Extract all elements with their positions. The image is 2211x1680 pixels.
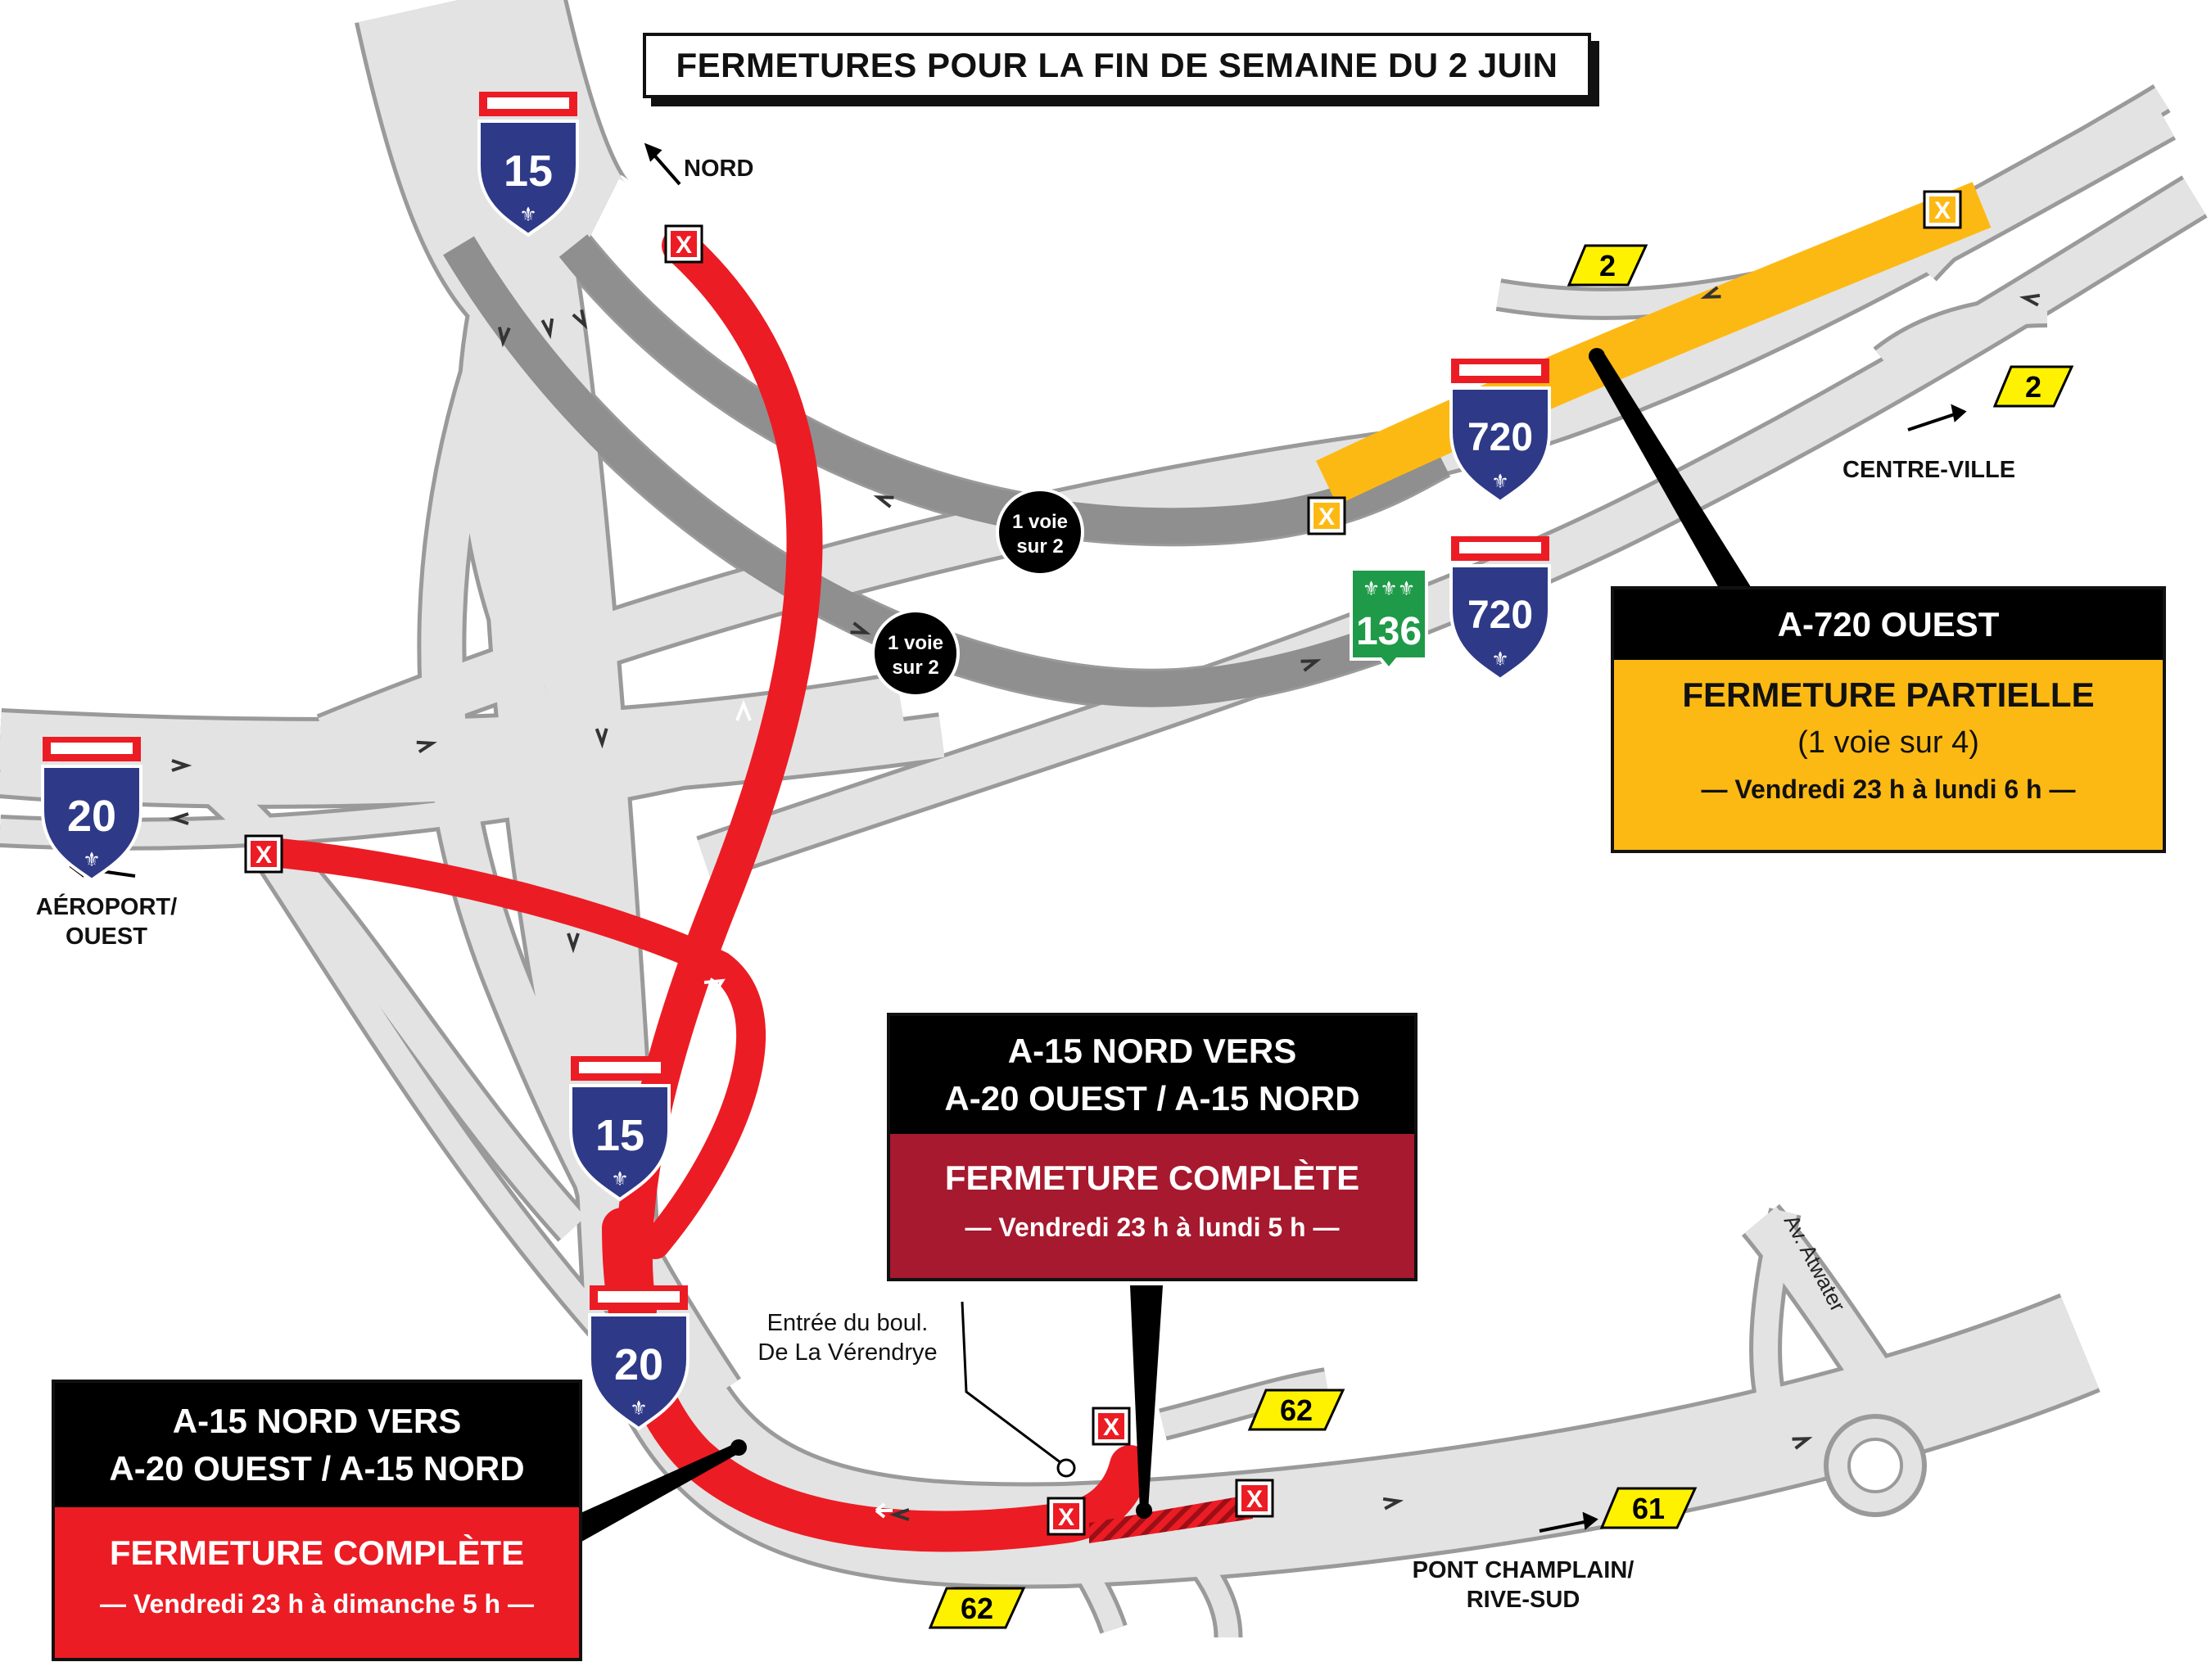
svg-text:sur 2: sur 2 [1016, 535, 1063, 558]
title-banner: FERMETURES POUR LA FIN DE SEMAINE DU 2 J… [643, 33, 1591, 98]
exit-badge: 61 [1599, 1487, 1698, 1529]
panel-a720-head: A-720 OUEST [1614, 589, 2163, 660]
svg-text:⚜: ⚜ [630, 1398, 648, 1420]
page-title: FERMETURES POUR LA FIN DE SEMAINE DU 2 J… [676, 46, 1558, 84]
label-centre-ville: CENTRE-VILLE [1842, 457, 2016, 483]
panel-a720-period: — Vendredi 23 h à lundi 6 h — [1701, 775, 2076, 804]
svg-text:⚜: ⚜ [1491, 648, 1509, 671]
label-entree-line1: Entrée du boul. [766, 1310, 929, 1336]
svg-text:720: 720 [1467, 416, 1533, 459]
panel-a15-mid-head1: A-15 NORD VERS [1007, 1032, 1297, 1070]
panel-a15-left: A-15 NORD VERS A-20 OUEST / A-15 NORD FE… [52, 1380, 582, 1661]
svg-text:136: 136 [1356, 610, 1422, 653]
a720-shield-lower: 720 ⚜ [1449, 536, 1551, 682]
svg-text:X: X [676, 232, 692, 259]
svg-text:15: 15 [595, 1111, 644, 1160]
svg-text:62: 62 [961, 1592, 993, 1625]
closure-markers: X X X X X X X [244, 190, 1962, 1536]
svg-text:20: 20 [614, 1340, 663, 1389]
partial-closure-marker: X [1307, 496, 1346, 535]
closure-marker: X [664, 224, 703, 264]
label-pont-champlain: PONT CHAMPLAIN/ RIVE-SUD [1400, 1556, 1646, 1615]
svg-text:2: 2 [1599, 249, 1616, 282]
svg-text:61: 61 [1632, 1492, 1665, 1525]
panel-a15-left-status: FERMETURE COMPLÈTE [109, 1533, 525, 1572]
exit-badge: 62 [1247, 1389, 1345, 1431]
exit-badge: 62 [928, 1587, 1026, 1629]
label-nord: NORD [684, 156, 754, 182]
svg-text:X: X [1103, 1414, 1119, 1441]
svg-text:⚜⚜⚜: ⚜⚜⚜ [1363, 578, 1416, 600]
svg-text:X: X [1058, 1504, 1074, 1531]
panel-a15-left-period: — Vendredi 23 h à dimanche 5 h — [100, 1589, 534, 1619]
label-entree-line2: De La Vérendrye [757, 1339, 938, 1366]
lane-badge: 1 voie sur 2 [871, 609, 960, 698]
svg-text:2: 2 [2025, 370, 2041, 404]
a20-shield-west: 20 ⚜ [41, 737, 142, 883]
svg-text:⚜: ⚜ [1491, 471, 1509, 493]
closure-marker: X [1092, 1407, 1131, 1446]
svg-text:sur 2: sur 2 [892, 657, 938, 679]
panel-a15-left-head1: A-15 NORD VERS [172, 1402, 462, 1440]
panel-a15-mid-period: — Vendredi 23 h à lundi 5 h — [965, 1213, 1340, 1242]
svg-text:15: 15 [504, 147, 553, 196]
exit-badge: 2 [1567, 244, 1648, 287]
panel-a720-status: FERMETURE PARTIELLE [1682, 675, 2095, 714]
label-pont-line1: PONT CHAMPLAIN/ [1412, 1557, 1635, 1583]
svg-text:720: 720 [1467, 594, 1533, 637]
panel-a720-detail: (1 voie sur 4) [1797, 725, 1979, 760]
label-aeroport: AÉROPORT/ OUEST [25, 892, 188, 951]
svg-text:X: X [1934, 197, 1951, 224]
panel-a15-mid-status: FERMETURE COMPLÈTE [944, 1158, 1360, 1197]
closure-arrows [703, 699, 893, 1519]
panel-a15-mid-head2: A-20 OUEST / A-15 NORD [944, 1079, 1360, 1118]
label-entree-verendrye: Entrée du boul. De La Vérendrye [733, 1308, 962, 1367]
svg-text:⚜: ⚜ [83, 849, 101, 871]
closure-marker: X [244, 834, 283, 874]
r136-shield: ⚜⚜⚜ 136 [1350, 567, 1428, 672]
svg-text:1 voie: 1 voie [1012, 511, 1068, 533]
panel-a15-left-head2: A-20 OUEST / A-15 NORD [109, 1449, 525, 1488]
lane-badge: 1 voie sur 2 [996, 488, 1084, 576]
label-aeroport-line1: AÉROPORT/ [35, 894, 178, 920]
svg-text:X: X [1318, 504, 1335, 531]
a20-shield-south: 20 ⚜ [588, 1285, 690, 1431]
panel-a720-partial: A-720 OUEST FERMETURE PARTIELLE (1 voie … [1611, 586, 2166, 853]
a15-shield-north: 15 ⚜ [477, 92, 579, 237]
svg-text:62: 62 [1280, 1393, 1313, 1427]
svg-text:X: X [1246, 1486, 1263, 1513]
hatched-closure-segment [1089, 1494, 1253, 1543]
closure-marker: X [1047, 1497, 1086, 1536]
svg-text:1 voie: 1 voie [888, 632, 943, 654]
a15-shield-center: 15 ⚜ [569, 1056, 671, 1202]
a720-partial-closure [1316, 182, 1992, 506]
svg-text:X: X [255, 842, 272, 869]
a720-shield-upper: 720 ⚜ [1449, 359, 1551, 504]
svg-text:20: 20 [67, 792, 116, 841]
svg-text:⚜: ⚜ [519, 204, 537, 226]
partial-closure-marker: X [1923, 190, 1962, 229]
label-aeroport-line2: OUEST [66, 924, 147, 950]
label-pont-line2: RIVE-SUD [1466, 1587, 1580, 1613]
exit-badge: 2 [1992, 365, 2074, 408]
svg-text:⚜: ⚜ [611, 1168, 629, 1190]
panel-a15-mid: A-15 NORD VERS A-20 OUEST / A-15 NORD FE… [887, 1013, 1417, 1281]
leader-lines [540, 348, 1752, 1556]
closure-marker: X [1235, 1479, 1274, 1518]
